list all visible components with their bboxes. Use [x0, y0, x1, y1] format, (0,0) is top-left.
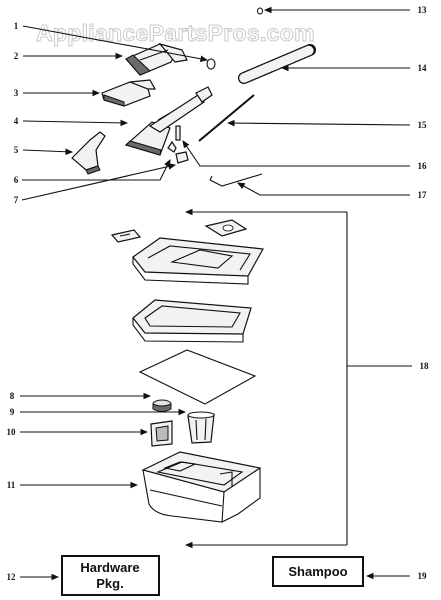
- callout-3: 3: [14, 88, 19, 98]
- part-13-small-ring[interactable]: [257, 7, 263, 15]
- part-3-crevice-tool[interactable]: [101, 79, 157, 107]
- part-17-spring-clip[interactable]: [209, 173, 263, 187]
- callout-12: 12: [7, 572, 17, 582]
- callout-5: 5: [14, 145, 19, 155]
- callout-16: 16: [418, 161, 428, 171]
- part-1-o-ring[interactable]: [206, 58, 216, 70]
- leader-lines: [20, 6, 412, 581]
- part-11-tank[interactable]: [141, 451, 262, 523]
- part-18-tank-assembly[interactable]: [110, 219, 264, 405]
- hardware-label-line2: Pkg.: [96, 576, 123, 591]
- callout-7: 7: [14, 195, 19, 205]
- callout-14: 14: [418, 63, 428, 73]
- part-16-pin[interactable]: [175, 125, 181, 141]
- watermark-text: AppliancePartsPros.com: [36, 20, 315, 46]
- callout-4: 4: [14, 116, 19, 126]
- part-10-filter[interactable]: [150, 420, 173, 447]
- callout-10: 10: [7, 427, 17, 437]
- callout-19: 19: [418, 571, 428, 581]
- part-14-hose[interactable]: [238, 44, 316, 84]
- callout-8: 8: [10, 391, 15, 401]
- callout-17: 17: [418, 190, 428, 200]
- callout-2: 2: [14, 51, 19, 61]
- hardware-label-line1: Hardware: [80, 560, 139, 575]
- part-8-cap[interactable]: [152, 399, 172, 412]
- part-15-wand[interactable]: [198, 94, 255, 142]
- callout-15: 15: [418, 120, 428, 130]
- part-5-nozzle[interactable]: [71, 131, 106, 175]
- callout-18: 18: [420, 361, 430, 371]
- callout-11: 11: [7, 480, 16, 490]
- hardware-pkg-box[interactable]: Hardware Pkg.: [61, 555, 160, 596]
- part-2-upholstery-tool[interactable]: [125, 42, 188, 76]
- callout-6: 6: [14, 175, 19, 185]
- callout-1: 1: [14, 21, 19, 31]
- callout-9: 9: [10, 407, 15, 417]
- part-7-connector[interactable]: [175, 151, 189, 164]
- callout-numbers: 1 2 3 4 5 6 7 8 9 10 11 12 13 14 15 16 1…: [7, 5, 430, 582]
- part-6-clip[interactable]: [167, 140, 177, 153]
- shampoo-box[interactable]: Shampoo: [272, 556, 364, 587]
- part-4-stair-tool[interactable]: [124, 86, 213, 156]
- part-9-cup[interactable]: [187, 411, 215, 444]
- shampoo-label: Shampoo: [288, 564, 347, 579]
- callout-13: 13: [418, 5, 428, 15]
